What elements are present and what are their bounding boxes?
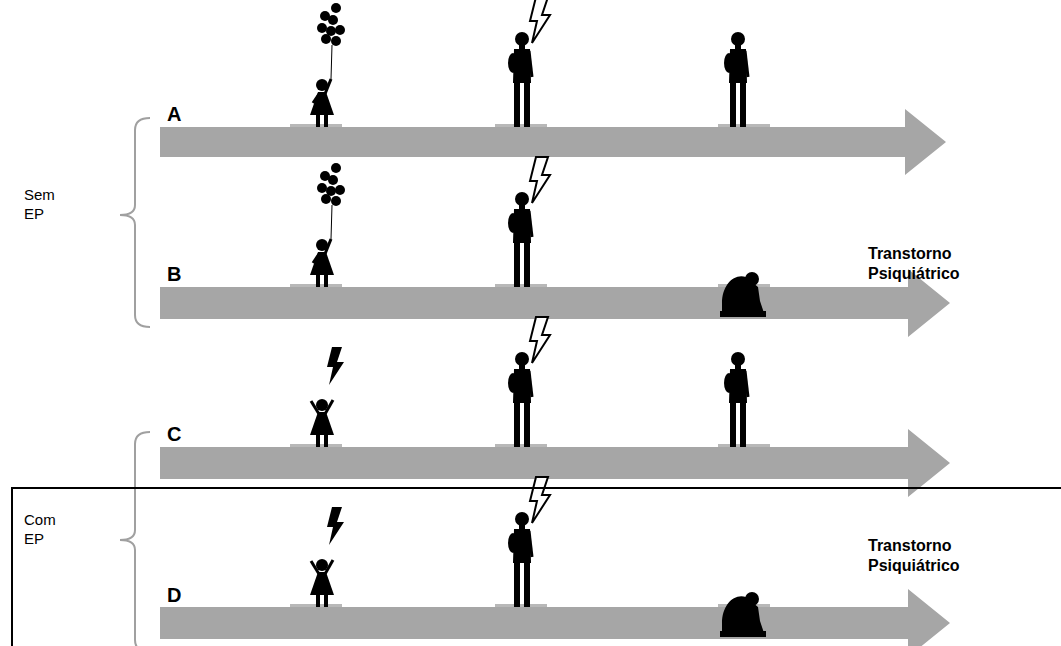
child-balloons [310,163,345,287]
stress-bolt [530,157,550,203]
timeline-arrow [160,109,950,646]
adult-figure [724,32,748,127]
crouched-figure [720,272,766,317]
group-bracket [120,432,150,646]
child-balloons [310,3,345,127]
row-letter: B [167,262,207,287]
stress-bolt [530,317,550,363]
adult-figure [508,32,532,127]
crouched-figure [720,592,766,637]
adult-figure [508,512,532,607]
stress-bolt [530,477,550,523]
row-letter: A [167,102,207,127]
child-stress [310,507,344,607]
group-label: Com EP [24,511,69,549]
group-label: Sem EP [24,186,69,224]
group-bracket [120,118,150,327]
timeline-step [290,124,770,607]
highlight-frame [12,488,1061,646]
adult-figure [724,352,748,447]
outcome-label: Transtorno Psiquiátrico [868,244,1018,284]
row-letter: C [167,422,207,447]
row-letter: D [167,583,207,608]
adult-figure [508,192,532,287]
adult-figure [508,352,532,447]
outcome-label: Transtorno Psiquiátrico [868,536,1018,576]
stress-bolt [530,0,550,43]
child-stress [310,347,344,447]
